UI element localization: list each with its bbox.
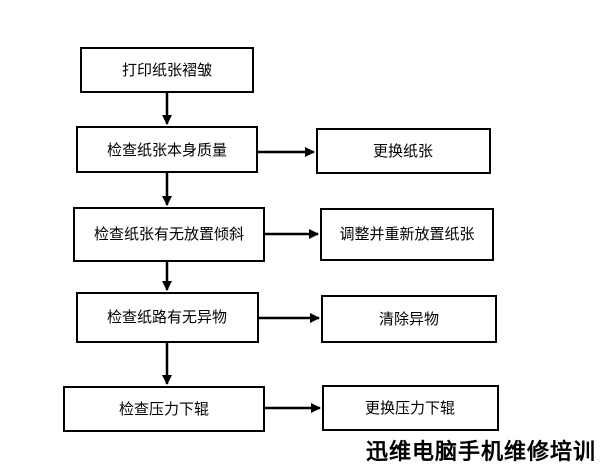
node-readjust-paper-label: 调整并重新放置纸张 — [339, 225, 474, 243]
node-check-roller: 检查压力下辊 — [63, 386, 265, 432]
node-replace-paper-label: 更换纸张 — [373, 142, 433, 160]
node-check-path-label: 检查纸路有无异物 — [107, 308, 227, 326]
node-clear-foreign-label: 清除异物 — [379, 310, 439, 328]
node-readjust-paper: 调整并重新放置纸张 — [320, 208, 494, 261]
node-replace-roller: 更换压力下辊 — [322, 385, 499, 431]
node-paper-wrinkle-label: 打印纸张褶皱 — [122, 61, 212, 79]
node-replace-roller-label: 更换压力下辊 — [365, 399, 455, 417]
node-check-quality: 检查纸张本身质量 — [76, 126, 258, 173]
node-clear-foreign: 清除异物 — [321, 295, 497, 343]
node-check-path: 检查纸路有无异物 — [76, 292, 259, 343]
node-replace-paper: 更换纸张 — [316, 128, 491, 174]
node-check-quality-label: 检查纸张本身质量 — [107, 141, 227, 159]
node-paper-wrinkle: 打印纸张褶皱 — [80, 47, 254, 93]
watermark: 迅维电脑手机维修培训 — [365, 440, 596, 465]
node-check-roller-label: 检查压力下辊 — [119, 400, 209, 418]
node-check-skew: 检查纸张有无放置倾斜 — [73, 207, 265, 262]
node-check-skew-label: 检查纸张有无放置倾斜 — [94, 225, 244, 243]
